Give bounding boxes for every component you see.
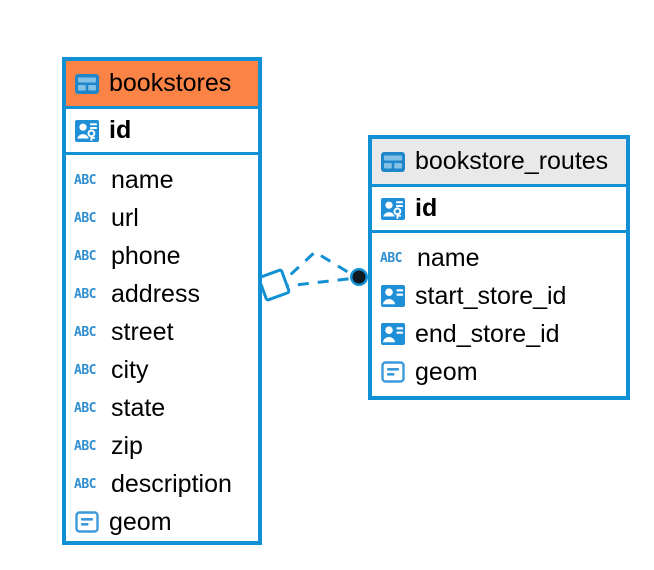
relationship-line-start-store[interactable] — [274, 250, 357, 290]
geometry-type-icon — [381, 361, 405, 383]
field-row-name[interactable]: ABC name — [66, 161, 258, 199]
text-type-icon: ABC — [74, 324, 96, 340]
table-icon — [75, 73, 99, 94]
field-label: geom — [109, 507, 172, 536]
field-row-url[interactable]: ABC url — [66, 199, 258, 237]
field-row-state[interactable]: ABC state — [66, 389, 258, 427]
field-label: street — [111, 317, 174, 346]
entity-title-bookstore-routes: bookstore_routes — [415, 147, 609, 175]
text-type-icon: ABC — [74, 362, 96, 378]
field-label: url — [111, 203, 139, 232]
relationship-circle-marker[interactable] — [350, 268, 368, 286]
field-label: end_store_id — [415, 319, 560, 348]
field-label: zip — [111, 431, 143, 460]
field-row-description[interactable]: ABC description — [66, 465, 258, 503]
primary-key-label-bookstores: id — [109, 116, 132, 144]
text-type-icon: ABC — [74, 210, 96, 226]
field-label: geom — [415, 357, 478, 386]
field-row-end-store-id[interactable]: end_store_id — [372, 315, 626, 353]
field-label: name — [417, 243, 480, 272]
field-row-name[interactable]: ABC name — [372, 239, 626, 277]
primary-key-label-bookstore-routes: id — [415, 194, 438, 222]
field-row-zip[interactable]: ABC zip — [66, 427, 258, 465]
primary-key-row-bookstores[interactable]: id — [66, 109, 258, 155]
foreign-key-icon — [381, 285, 405, 307]
field-row-start-store-id[interactable]: start_store_id — [372, 277, 626, 315]
field-label: address — [111, 279, 200, 308]
entity-header-bookstores[interactable]: bookstores — [66, 61, 258, 109]
text-type-icon: ABC — [380, 250, 402, 266]
entity-bookstore-routes[interactable]: bookstore_routes id ABC name — [368, 135, 630, 400]
text-type-icon: ABC — [74, 172, 96, 188]
field-row-geom[interactable]: geom — [66, 503, 258, 541]
field-row-phone[interactable]: ABC phone — [66, 237, 258, 275]
relationship-diamond-marker[interactable] — [257, 268, 291, 302]
field-row-street[interactable]: ABC street — [66, 313, 258, 351]
geometry-type-icon — [75, 511, 99, 533]
field-row-city[interactable]: ABC city — [66, 351, 258, 389]
text-type-icon: ABC — [74, 476, 96, 492]
field-label: description — [111, 469, 232, 498]
text-type-icon: ABC — [74, 248, 96, 264]
field-label: phone — [111, 241, 181, 270]
entity-bookstores[interactable]: bookstores id ABC name ABC url — [62, 57, 262, 545]
relationship-line-end-store[interactable] — [277, 276, 357, 289]
primary-key-row-bookstore-routes[interactable]: id — [372, 187, 626, 233]
primary-key-icon — [381, 197, 405, 220]
text-type-icon: ABC — [74, 286, 96, 302]
field-row-address[interactable]: ABC address — [66, 275, 258, 313]
field-label: start_store_id — [415, 281, 567, 310]
field-label: state — [111, 393, 166, 422]
field-row-geom[interactable]: geom — [372, 353, 626, 391]
field-label: city — [111, 355, 149, 384]
primary-key-icon — [75, 119, 99, 142]
text-type-icon: ABC — [74, 438, 96, 454]
entity-header-bookstore-routes[interactable]: bookstore_routes — [372, 139, 626, 187]
field-list-bookstores: ABC name ABC url ABC phone ABC address A… — [66, 155, 258, 548]
foreign-key-icon — [381, 323, 405, 345]
entity-title-bookstores: bookstores — [109, 69, 232, 97]
table-icon — [381, 151, 405, 172]
field-list-bookstore-routes: ABC name start_store_id — [372, 233, 626, 398]
field-label: name — [111, 165, 174, 194]
text-type-icon: ABC — [74, 400, 96, 416]
